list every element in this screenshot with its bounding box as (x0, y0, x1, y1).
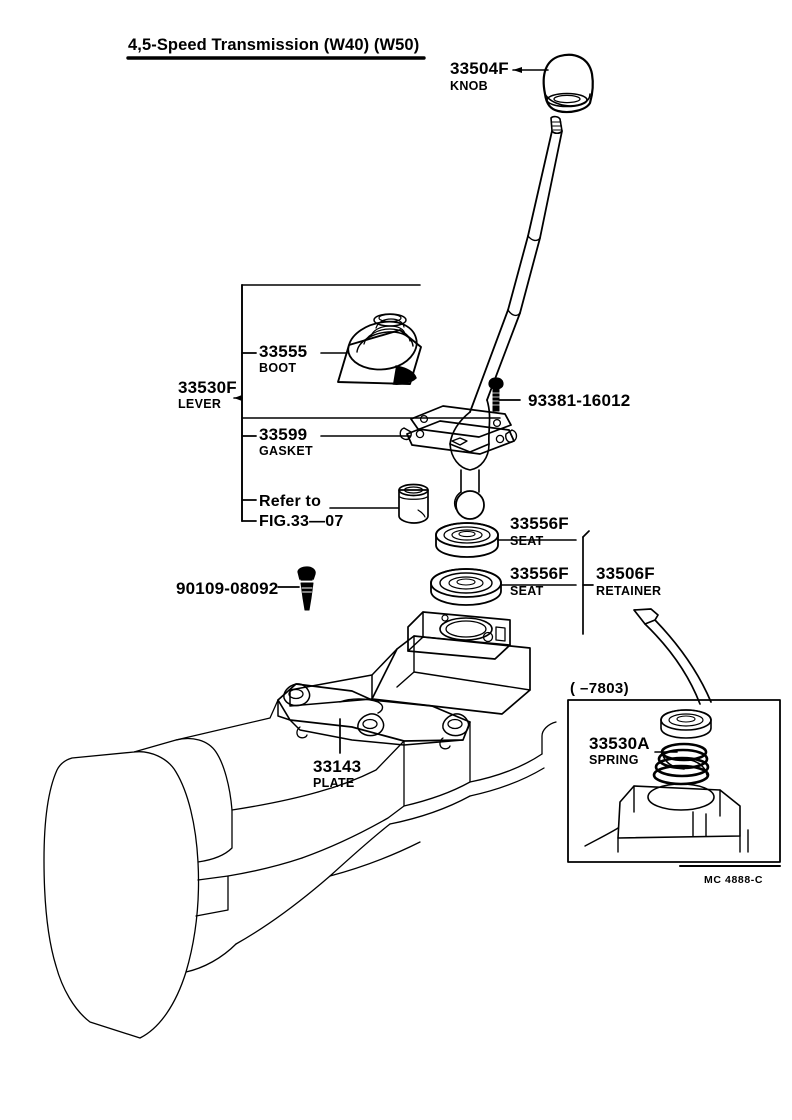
bolt-90109-shape (297, 566, 316, 611)
retainer-housing (289, 611, 531, 715)
callout-33555-name: BOOT (259, 361, 297, 375)
callout-33506F-name: RETAINER (596, 584, 662, 598)
retainer-bracket (582, 530, 594, 635)
callout-33530A-number: 33530A (589, 734, 650, 753)
callout-33530F-name: LEVER (178, 397, 222, 411)
callout-33504F-number: 33504F (450, 59, 509, 78)
callout-90109-number: 90109-08092 (176, 579, 279, 598)
inset-box (567, 699, 781, 863)
lever-rod (449, 115, 563, 520)
seat-lower-shape (430, 568, 502, 606)
callout-33530A-name: SPRING (589, 753, 639, 767)
boot-shape (337, 313, 422, 385)
callout-33556F-upper-name: SEAT (510, 534, 544, 548)
bushing-shape (398, 483, 429, 524)
callout-33506F-number: 33506F (596, 564, 655, 583)
callout-33555-number: 33555 (259, 342, 308, 361)
transmission-case (43, 699, 557, 1039)
callout-33143-number: 33143 (313, 757, 362, 776)
inset-pointer-arrow (633, 608, 712, 705)
refer-line-2: FIG.33—07 (259, 513, 344, 530)
inset-artwork (584, 709, 749, 853)
callout-33556F-lower-number: 33556F (510, 564, 569, 583)
callout-33143-name: PLATE (313, 776, 355, 790)
callout-33599-number: 33599 (259, 425, 308, 444)
callout-93381-number: 93381-16012 (528, 391, 631, 410)
inset-range-label: ( –7803) (570, 680, 630, 697)
callout-33530F-number: 33530F (178, 378, 237, 397)
callout-33556F-upper-number: 33556F (510, 514, 569, 533)
seat-upper-shape (435, 522, 499, 558)
callout-33599-name: GASKET (259, 444, 313, 458)
lever-bracket (233, 284, 421, 522)
callout-33556F-lower-name: SEAT (510, 584, 544, 598)
bolt-93381-shape (488, 377, 504, 412)
knob-leader (512, 67, 549, 73)
callout-33504F-name: KNOB (450, 79, 489, 93)
page-title: 4,5-Speed Transmission (W40) (W50) (128, 36, 420, 54)
sheet-code: MC 4888-C (704, 874, 764, 886)
refer-line-1: Refer to (259, 493, 322, 510)
knob-shape (542, 53, 594, 114)
